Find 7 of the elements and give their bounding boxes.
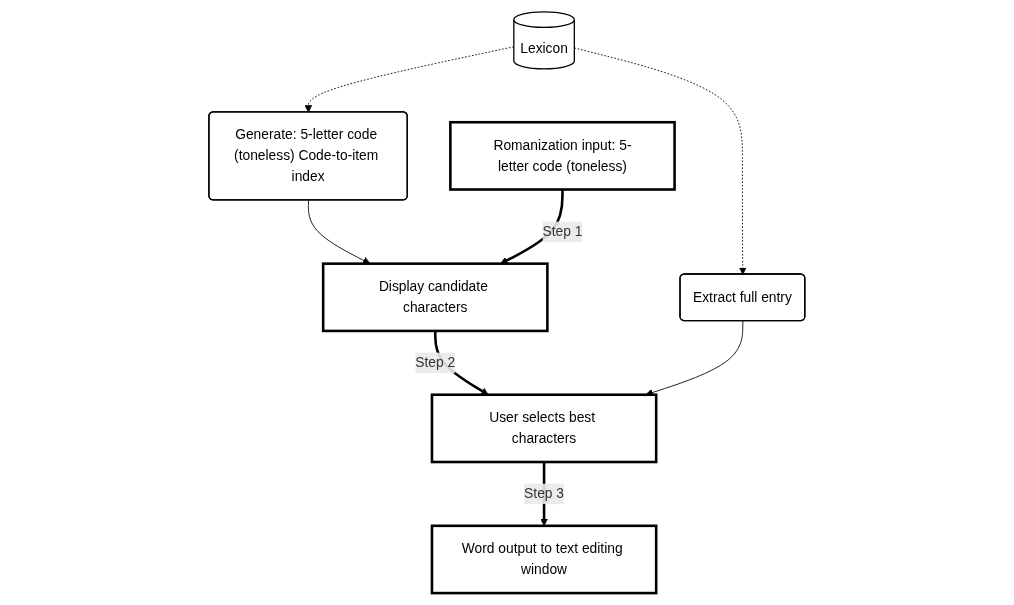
edge-label: Step 3	[524, 486, 565, 501]
node-box: Display candidate characters	[322, 262, 549, 333]
edge-label: Step 1	[542, 224, 583, 239]
edge-label: Step 2	[415, 355, 456, 370]
node-box: Word output to text editing window	[430, 524, 658, 595]
node-box: Romanization input: 5-letter code (toneless)	[449, 120, 676, 191]
node-box: User selects best characters	[430, 393, 658, 464]
